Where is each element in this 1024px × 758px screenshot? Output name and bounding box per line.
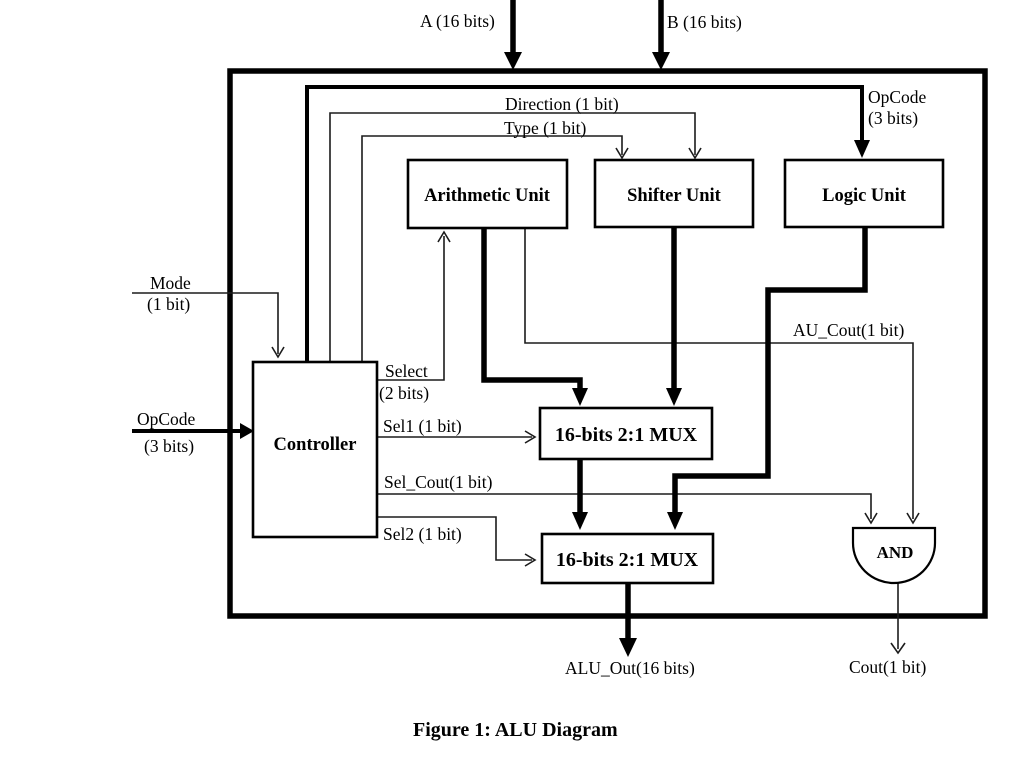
opcode-to-logic-label-line2: (3 bits) bbox=[868, 108, 918, 128]
cout-arrowhead-icon bbox=[890, 642, 906, 655]
alu-out-label: ALU_Out(16 bits) bbox=[565, 658, 695, 678]
arithmetic-unit-box bbox=[406, 158, 569, 230]
mode-label-line1: Mode bbox=[150, 273, 191, 293]
au-cout-wire bbox=[524, 229, 914, 519]
control-wires bbox=[132, 112, 920, 655]
logic-output-arrowhead-icon bbox=[667, 512, 683, 530]
logic-unit-box bbox=[783, 158, 945, 229]
logic-output-wire bbox=[672, 227, 868, 514]
b-arrowhead-icon bbox=[652, 52, 670, 70]
blocks: Controller Arithmetic Unit Shifter Unit … bbox=[251, 158, 945, 585]
opcode-to-logic-wire bbox=[305, 85, 864, 362]
mode-label-line2: (1 bit) bbox=[147, 294, 190, 314]
type-label: Type (1 bit) bbox=[504, 118, 587, 138]
sel1-arrowhead-icon bbox=[524, 430, 537, 444]
shifter-unit-label: Shifter Unit bbox=[627, 186, 722, 206]
opcode-input-label-line2: (3 bits) bbox=[144, 436, 194, 456]
mux2-label: 16-bits 2:1 MUX bbox=[556, 549, 699, 571]
sel1-label: Sel1 (1 bit) bbox=[383, 416, 462, 436]
type-wire bbox=[361, 135, 623, 362]
a-input-label: A (16 bits) bbox=[420, 11, 495, 31]
sel2-label: Sel2 (1 bit) bbox=[383, 524, 462, 544]
mux2-box bbox=[540, 532, 715, 585]
direction-label: Direction (1 bit) bbox=[505, 94, 619, 114]
alu-boundary-box bbox=[227, 68, 988, 619]
mode-arrowhead-icon bbox=[271, 346, 285, 359]
direction-arrowhead-icon bbox=[688, 147, 702, 160]
sel-cout-arrowhead-icon bbox=[864, 512, 878, 525]
figure-caption: Figure 1: ALU Diagram bbox=[413, 719, 618, 741]
mux1-label: 16-bits 2:1 MUX bbox=[555, 424, 698, 446]
shifter-unit-box bbox=[593, 158, 755, 229]
au-cout-arrowhead-icon bbox=[906, 512, 920, 525]
sel-cout-wire bbox=[377, 493, 872, 519]
cout-label: Cout(1 bit) bbox=[849, 657, 926, 677]
sel2-wire bbox=[377, 516, 532, 561]
type-arrowhead-icon bbox=[615, 147, 629, 160]
select-arrowhead-icon bbox=[437, 230, 451, 243]
opcode-input-label-line1: OpCode bbox=[137, 409, 196, 429]
select-label-line2: (2 bits) bbox=[379, 383, 429, 403]
a-arrowhead-icon bbox=[504, 52, 522, 70]
logic-unit-label: Logic Unit bbox=[822, 186, 907, 206]
and-gate-shape bbox=[851, 526, 937, 585]
opcode-to-logic-arrowhead-icon bbox=[854, 140, 870, 158]
mode-wire bbox=[132, 292, 279, 354]
controller-box bbox=[251, 360, 379, 539]
sel-cout-label: Sel_Cout(1 bit) bbox=[384, 472, 493, 492]
sel2-arrowhead-icon bbox=[524, 553, 537, 567]
labels: A (16 bits) B (16 bits) Direction (1 bit… bbox=[137, 11, 927, 741]
au-cout-label: AU_Cout(1 bit) bbox=[793, 320, 904, 340]
alu-out-arrowhead-icon bbox=[619, 638, 637, 657]
select-label-line1: Select bbox=[385, 361, 428, 381]
b-input-label: B (16 bits) bbox=[667, 12, 742, 32]
shifter-output-arrowhead-icon bbox=[666, 388, 682, 406]
and-gate-label: AND bbox=[877, 543, 914, 562]
controller-label: Controller bbox=[274, 435, 357, 455]
arithmetic-output-arrowhead-icon bbox=[572, 388, 588, 406]
data-wires bbox=[132, 0, 870, 657]
mux1-box bbox=[538, 406, 714, 461]
mux1-output-arrowhead-icon bbox=[572, 512, 588, 530]
arithmetic-unit-label: Arithmetic Unit bbox=[424, 186, 551, 206]
arithmetic-output-wire bbox=[481, 228, 583, 390]
opcode-input-arrowhead-icon bbox=[240, 423, 254, 439]
direction-wire bbox=[329, 112, 696, 362]
select-wire bbox=[377, 236, 445, 381]
opcode-to-logic-label-line1: OpCode bbox=[868, 87, 927, 107]
